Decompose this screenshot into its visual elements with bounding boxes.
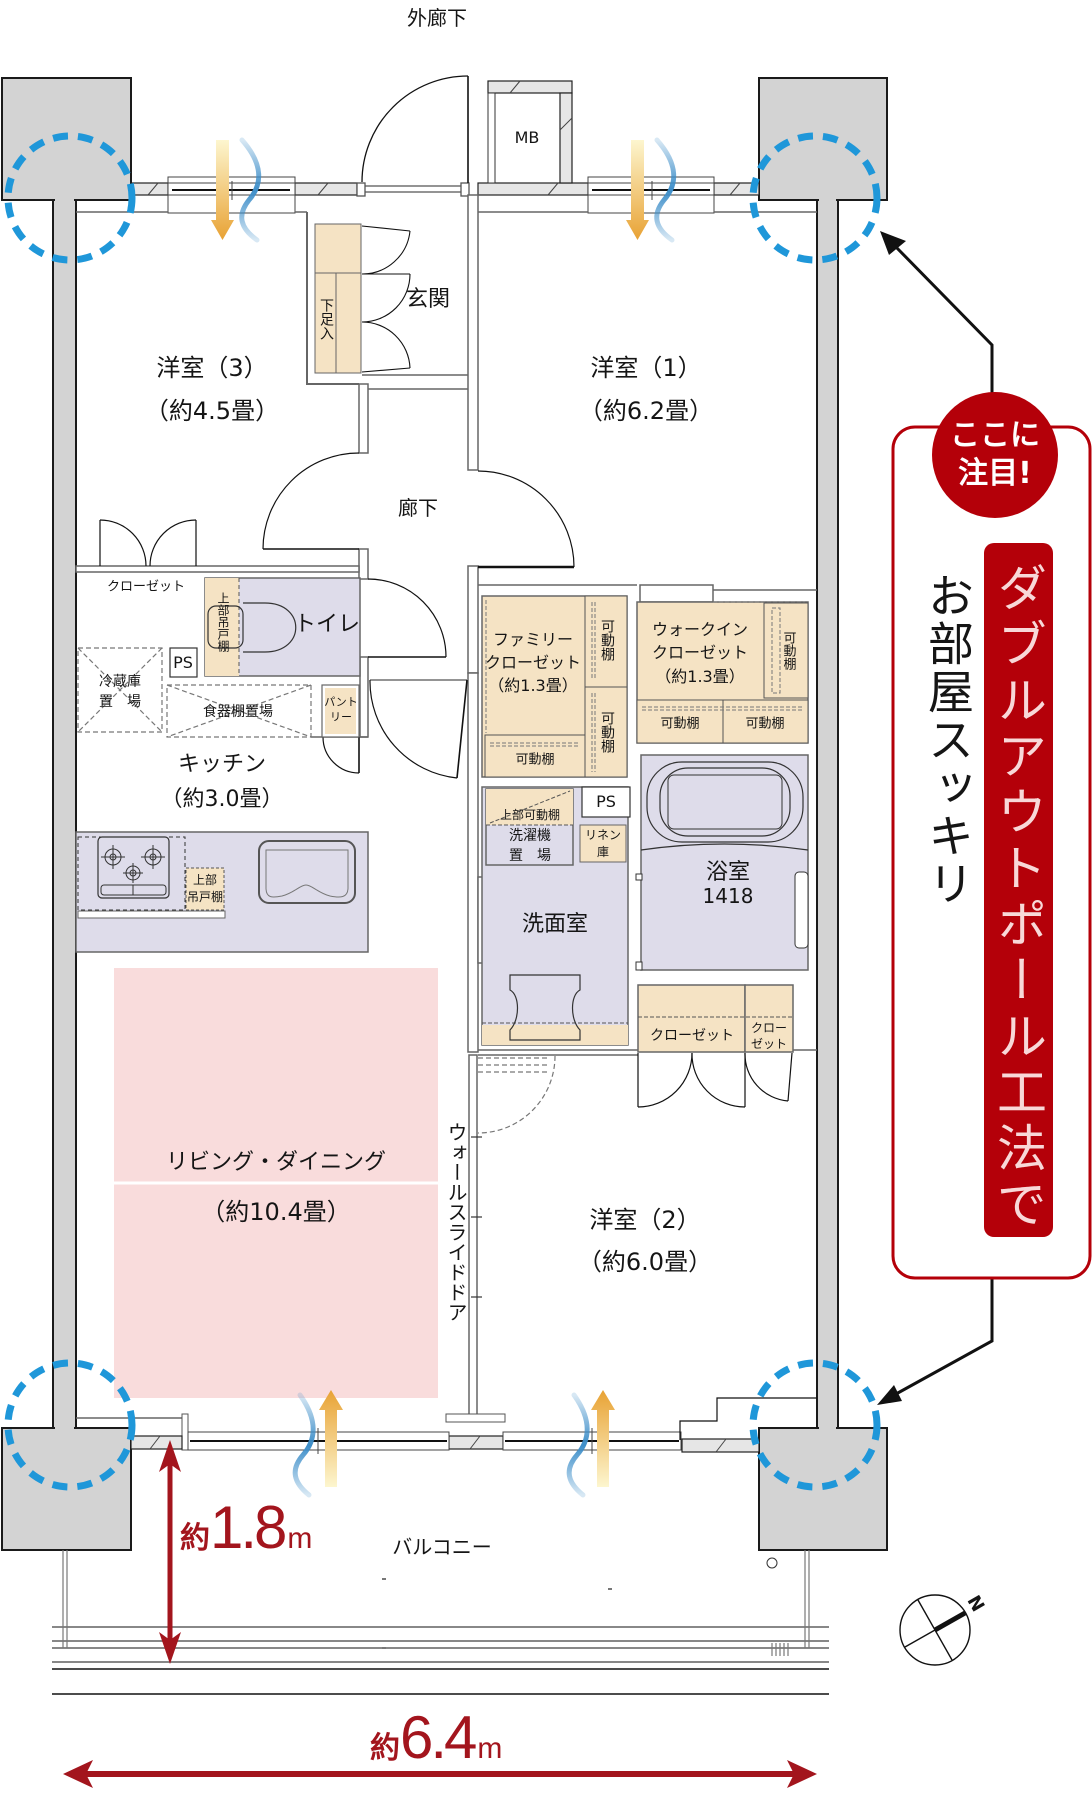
washer-space-label-2: 置 場 [509, 848, 551, 864]
pantry-label-2: リー [330, 710, 352, 724]
highlight-banner [984, 543, 1053, 1237]
toilet-room [204, 577, 361, 677]
bottom-wall [76, 1397, 817, 1454]
front-door [356, 75, 470, 197]
callout-panel [877, 231, 1092, 1405]
bathroom [635, 754, 809, 971]
pipe-space-kitchen-label: PS [173, 653, 193, 672]
pipe-space-wash-label: PS [596, 792, 616, 811]
walkin-closet-name-2: クローゼット [651, 643, 749, 662]
living-dining-size: （約10.4畳） [201, 1198, 351, 1226]
washroom-label: 洗面室 [521, 912, 589, 937]
window-top-right [587, 176, 715, 214]
entrance-label: 玄関 [405, 287, 451, 312]
dimension-unit: m [477, 1732, 503, 1765]
room2-size: （約6.0畳） [577, 1248, 713, 1276]
movable-shelf-label: 可動棚 [660, 716, 700, 732]
room2-closets [637, 984, 794, 1053]
dimension-value: 1.8 [210, 1494, 287, 1561]
bathroom-name: 浴室 [705, 860, 751, 885]
dimension-prefix: 約 [370, 1732, 400, 1765]
closet-room2-small-label-2: ゼット [750, 1037, 788, 1051]
badge-text-line1: ここに [950, 418, 1040, 453]
closet-room3-label: クローゼット [106, 579, 186, 595]
callout-slogan: お部屋スッキリ [921, 572, 975, 908]
linen-storage-label-2: 庫 [596, 845, 610, 859]
entrance-area [306, 212, 468, 390]
pantry-label: パント [324, 695, 358, 709]
room3-size: （約4.5畳） [144, 397, 280, 425]
kitchen-area [75, 647, 369, 953]
compass-icon [899, 1594, 971, 1666]
walkin-closet-size: （約1.3畳） [655, 667, 745, 686]
dimension-value: 6.4 [400, 1704, 477, 1771]
arrow-down-left-icon [877, 1385, 902, 1405]
sink [258, 840, 356, 904]
dimension-arrows [63, 1440, 817, 1788]
pillar-marker-icon [4, 132, 881, 1491]
outer-corridor-label: 外廊下 [407, 6, 467, 30]
balcony [52, 1550, 829, 1695]
room3-name: 洋室（3） [156, 354, 268, 382]
room1-name: 洋室（1） [590, 354, 702, 382]
movable-shelf-label: 可動棚 [780, 631, 796, 670]
attention-badge [932, 392, 1058, 518]
linen-storage-label: リネン [584, 828, 622, 842]
walkin-closet [636, 601, 809, 744]
interior-walls [75, 194, 817, 1419]
movable-shelf-label: 可動棚 [599, 619, 615, 661]
wall-slide-door-label: ウォールスライドドア [444, 1122, 468, 1322]
family-closet [481, 595, 628, 778]
window-bottom-right [502, 1428, 682, 1454]
dimension-unit: m [287, 1522, 313, 1555]
family-closet-size: （約1.3畳） [488, 676, 578, 695]
room2-name: 洋室（2） [589, 1206, 701, 1234]
washer-space-label: 洗濯機 [509, 828, 551, 844]
movable-shelf-label: 可動棚 [745, 716, 785, 732]
badge-text-line2: 注目! [958, 456, 1032, 491]
kitchen-upper-cabinet-label: 上部 [192, 873, 218, 887]
living-dining-name: リビング・ダイニング [165, 1150, 387, 1175]
fridge-space-label: 冷蔵庫 [99, 674, 141, 690]
fridge-space-label-2: 置 場 [99, 694, 141, 710]
drain-icon [766, 1557, 778, 1569]
hallway-label: 廊下 [398, 496, 438, 520]
closet-room2-main-label: クローゼット [650, 1028, 734, 1044]
kitchen-upper-cabinet-label-2: 吊戸棚 [186, 890, 224, 904]
dish-shelf-space-label: 食器棚置場 [203, 704, 273, 720]
stove-burners [101, 845, 165, 883]
highlight-banner-text: ダブルアウトポール工法で [989, 562, 1047, 1234]
movable-shelf-label: 可動棚 [599, 711, 615, 753]
bathroom-size: 1418 [702, 884, 754, 908]
kitchen-size: （約3.0畳） [160, 787, 284, 812]
movable-shelf-label: 可動棚 [515, 752, 555, 768]
washroom [481, 786, 631, 1046]
dimension-prefix: 約 [180, 1522, 210, 1555]
kitchen-name: キッチン [177, 752, 267, 777]
window-top-left [167, 176, 296, 214]
meter-box-label: MB [514, 128, 540, 147]
window-bottom-left [187, 1428, 450, 1454]
top-wall [76, 75, 817, 214]
living-dining-area [114, 968, 438, 1398]
closet-room2-small-label: クロー [750, 1021, 788, 1035]
arrow-up-left-icon [880, 231, 906, 255]
shoe-storage-label: 下足入 [318, 298, 334, 340]
toilet-label: トイレ [293, 612, 361, 637]
wall-slide-door [471, 1055, 556, 1298]
room1-size: （約6.2畳） [578, 397, 714, 425]
family-closet-name-2: クローゼット [484, 653, 582, 672]
airflow-icon [211, 137, 677, 1498]
walkin-closet-name: ウォークイン [651, 620, 749, 639]
washer-upper-shelf-label: 上部可動棚 [499, 808, 561, 822]
toilet-upper-cabinet-label: 上部吊戸棚 [216, 592, 230, 652]
balcony-label: バルコニー [392, 1535, 492, 1559]
family-closet-name: ファミリー [492, 630, 574, 649]
